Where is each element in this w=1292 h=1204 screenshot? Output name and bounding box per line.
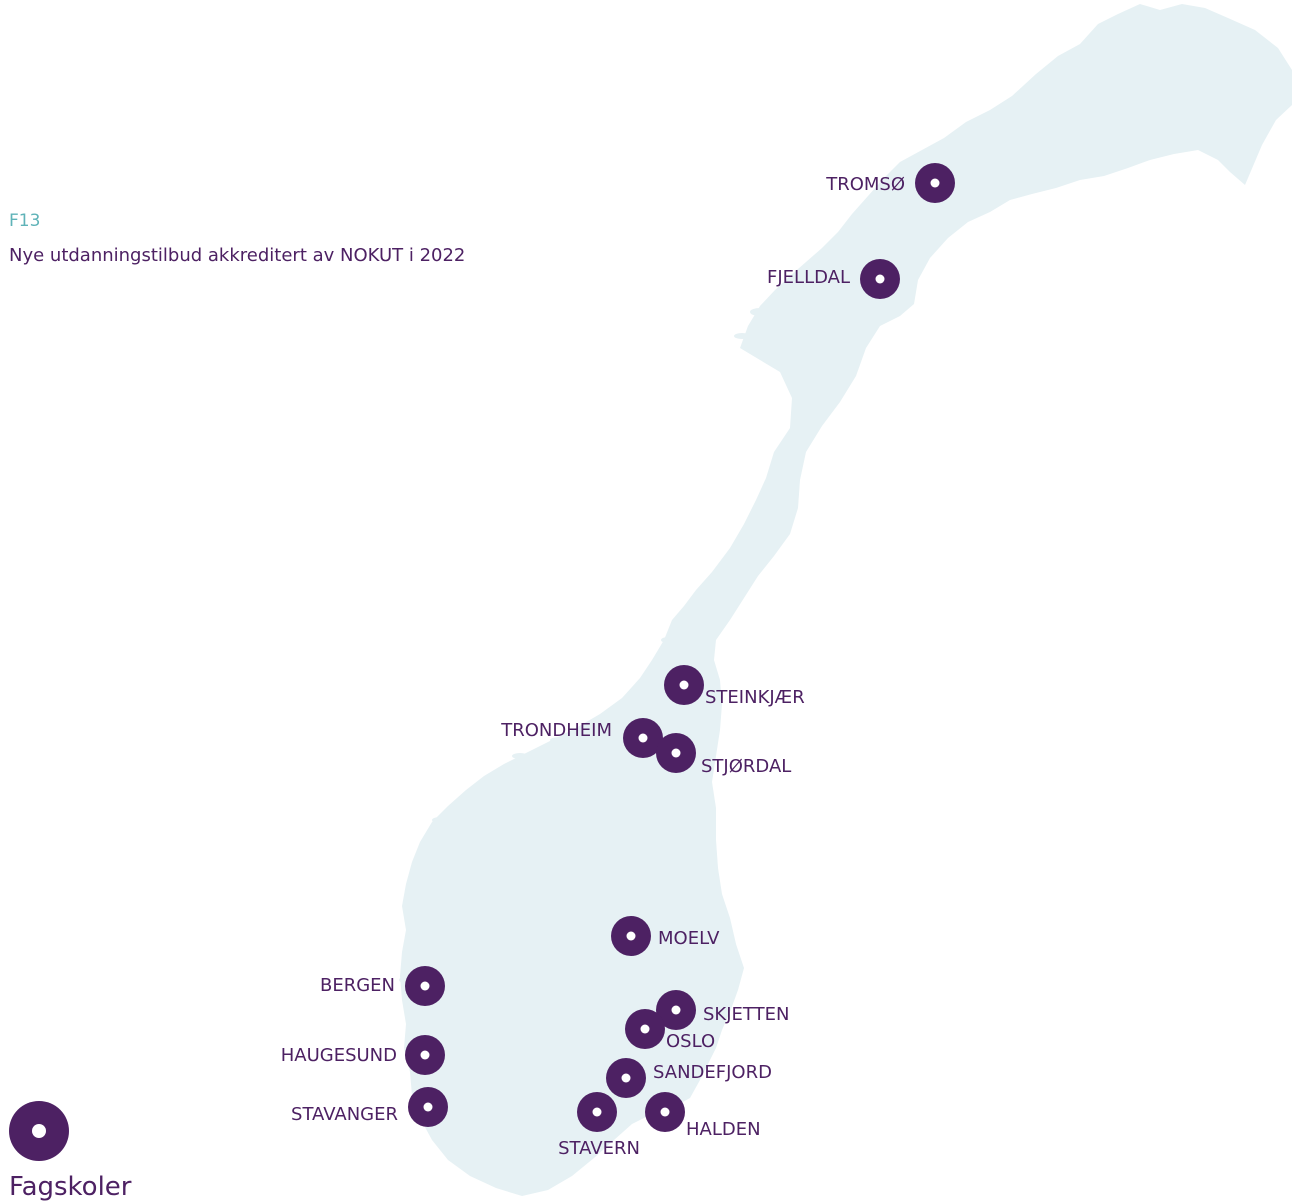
label-steinkjaer: STEINKJÆR [705,687,805,708]
marker-stjordal[interactable] [656,733,696,773]
marker-moelv[interactable] [611,916,651,956]
figure-number: F13 [9,211,41,231]
label-stavanger: STAVANGER [291,1104,398,1125]
label-oslo: OSLO [666,1031,715,1052]
label-skjetten: SKJETTEN [703,1004,789,1025]
legend-marker-icon [9,1101,69,1161]
label-stjordal: STJØRDAL [701,756,791,777]
marker-bergen[interactable] [405,966,445,1006]
label-trondheim: TRONDHEIM [500,720,612,741]
label-moelv: MOELV [658,928,720,949]
marker-tromso[interactable] [915,163,955,203]
label-fjelldal: FJELLDAL [767,267,850,288]
city-labels: TROMSØ FJELLDAL STEINKJÆR TRONDHEIM STJØ… [281,174,905,1159]
marker-oslo[interactable] [625,1009,665,1049]
marker-halden[interactable] [645,1092,685,1132]
marker-stavanger[interactable] [408,1087,448,1127]
marker-haugesund[interactable] [405,1035,445,1075]
label-tromso: TROMSØ [825,174,905,195]
marker-steinkjaer[interactable] [664,665,704,705]
label-sandefjord: SANDEFJORD [653,1062,772,1083]
label-haugesund: HAUGESUND [281,1045,397,1066]
figure-title: Nye utdanningstilbud akkreditert av NOKU… [9,245,466,266]
marker-trondheim[interactable] [623,718,663,758]
label-bergen: BERGEN [320,975,395,996]
label-halden: HALDEN [686,1119,761,1140]
norway-landmass [400,4,1292,1196]
marker-stavern[interactable] [577,1092,617,1132]
coastal-islands [399,308,770,983]
marker-skjetten[interactable] [656,990,696,1030]
marker-sandefjord[interactable] [606,1058,646,1098]
label-stavern: STAVERN [558,1138,640,1159]
marker-fjelldal[interactable] [860,259,900,299]
legend-label: Fagskoler [9,1172,132,1202]
location-markers [405,163,955,1132]
